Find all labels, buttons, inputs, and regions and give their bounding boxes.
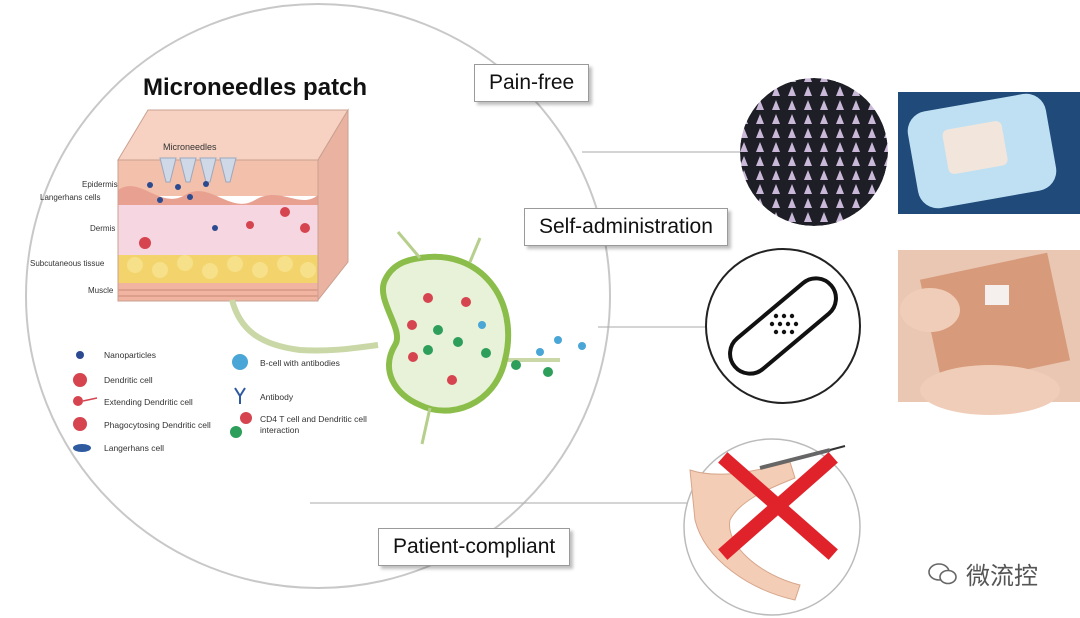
legend-item-antibody: Antibody [260, 392, 294, 402]
patch-photo [898, 92, 1080, 214]
legend-item-nanoparticles: Nanoparticles [104, 350, 156, 360]
label-dermis: Dermis [90, 224, 116, 233]
wechat-icon [928, 562, 957, 584]
red-cross-icon [718, 452, 838, 560]
lymph-node [380, 231, 586, 445]
legend-item-cd4-1: CD4 T cell and Dendritic cell [260, 414, 367, 424]
skin-cross-section [117, 108, 349, 302]
legend-item-langerhans: Langerhans cell [104, 443, 165, 453]
watermark-text: 微流控 [966, 562, 1038, 590]
legend-item-phagocytosing: Phagocytosing Dendritic cell [104, 420, 211, 430]
microneedle-array-photo [740, 78, 888, 226]
injection-arm-icon [683, 438, 861, 616]
label-subcutaneous: Subcutaneous tissue [30, 259, 105, 268]
finger-patch-photo [898, 250, 1080, 415]
callout-self-administration: Self-administration [524, 208, 728, 246]
watermark: 微流控 [928, 556, 1038, 591]
legend-item-cd4-2: interaction [260, 425, 300, 435]
label-langerhans-cells: Langerhans cells [40, 193, 101, 202]
lymph-vessel [229, 299, 379, 354]
callout-patient-compliant: Patient-compliant [378, 528, 571, 566]
bandage-icon [705, 248, 861, 404]
legend-item-bcell: B-cell with antibodies [260, 358, 340, 368]
label-microneedles: Microneedles [163, 142, 217, 152]
callout-pain-free: Pain-free [474, 64, 590, 102]
label-muscle: Muscle [88, 286, 114, 295]
legend-item-dendritic: Dendritic cell [104, 375, 153, 385]
legend-icons [73, 351, 252, 452]
diagram-title: Microneedles patch [143, 74, 368, 101]
legend-item-extending: Extending Dendritic cell [104, 397, 193, 407]
label-epidermis: Epidermis [82, 180, 118, 189]
